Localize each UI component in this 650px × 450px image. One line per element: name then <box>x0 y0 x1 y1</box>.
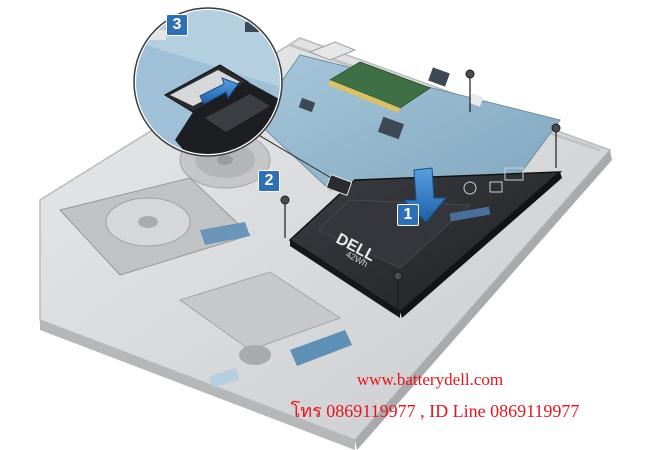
website-overlay-text: www.batterydell.com <box>356 370 504 389</box>
battery-warning-icons <box>449 167 524 222</box>
screw-icon <box>280 195 290 238</box>
step-3-badge: 3 <box>166 14 188 36</box>
screw-icon <box>551 123 561 168</box>
battery: DELL 42Wh <box>288 167 563 318</box>
contact-overlay-text: โทร 0869119977 , ID Line 0869119977 <box>290 401 580 421</box>
screws <box>280 69 561 312</box>
screw-icon <box>465 69 475 112</box>
hard-drive <box>59 177 251 276</box>
screw-icon <box>393 271 403 312</box>
step-1-badge: 1 <box>397 204 419 226</box>
speaker-area <box>178 271 352 389</box>
callout-line <box>249 129 339 183</box>
step-2-badge: 2 <box>258 170 280 192</box>
